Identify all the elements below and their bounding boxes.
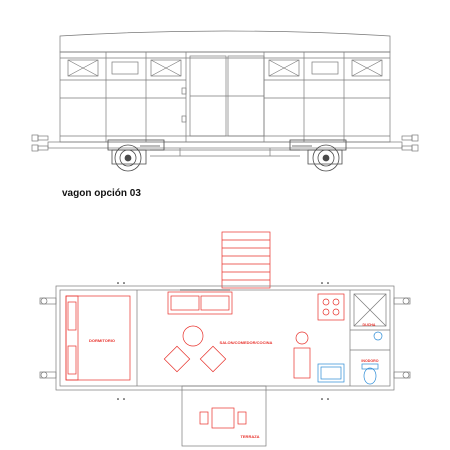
room-label-shower: DUCHA: [363, 323, 376, 327]
bogie-right: [289, 139, 347, 172]
dining-chair: [293, 331, 311, 379]
underframe: [47, 141, 403, 149]
room-label-toilet: INODORO: [361, 359, 378, 363]
wagon-plan: [39, 285, 411, 391]
kitchen-hob: [317, 293, 345, 321]
buffers: [31, 134, 419, 152]
drawing-caption: vagon opción 03: [62, 188, 141, 199]
marker-dots: [117, 282, 329, 400]
roof: [59, 30, 391, 53]
bed: [65, 295, 131, 381]
bogie-left: [107, 139, 165, 172]
basin: [373, 331, 383, 341]
coffee-table: [163, 325, 227, 373]
room-label-terrace: TERRAZA: [240, 434, 259, 439]
access-stairs: [221, 231, 271, 289]
wagon-elevation: [31, 30, 419, 157]
wagon-body: [59, 51, 391, 143]
sofa: [167, 291, 233, 315]
room-label-bedroom: DORMITORIO: [89, 338, 115, 343]
room-label-living: SALON/COMEDOR/COCINA: [220, 340, 273, 345]
terrace: [181, 385, 267, 447]
shower-tray: [353, 293, 387, 327]
kitchen-sink: [317, 363, 345, 383]
toilet: [361, 363, 379, 385]
terrace-table: [199, 407, 247, 429]
vent-windows: [67, 59, 383, 77]
